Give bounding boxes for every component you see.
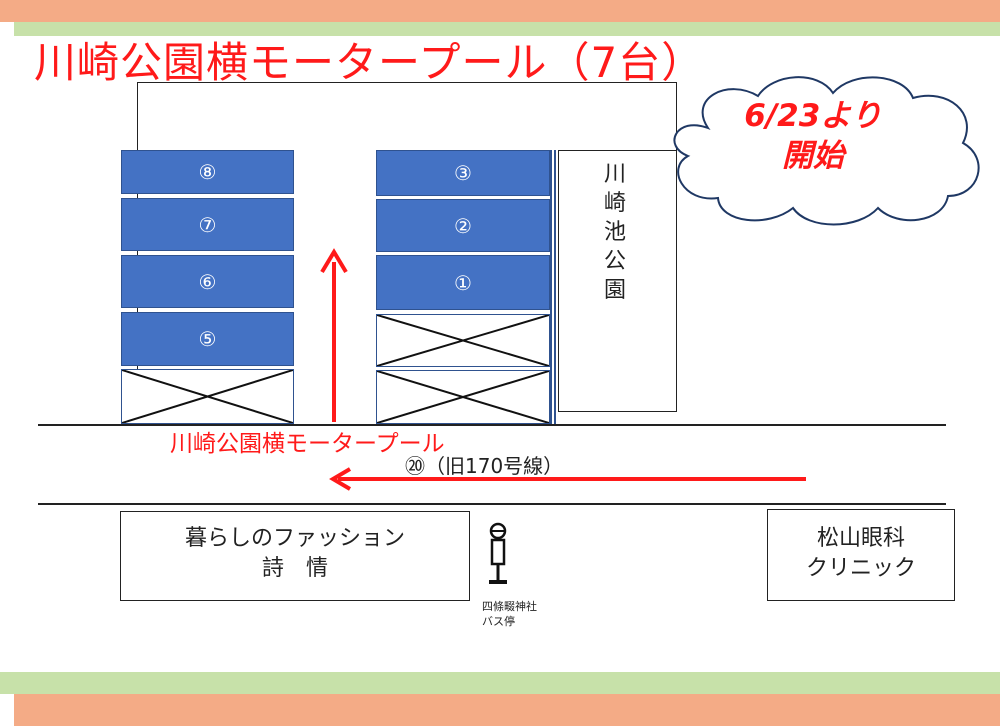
- road-direction-arrow-head: [329, 467, 352, 491]
- road-edge-lower: [38, 503, 946, 505]
- bus-stop-line2: バス停: [482, 615, 515, 628]
- bus-stop-line1: 四條畷神社: [482, 600, 537, 613]
- slot-edge-line: [550, 150, 552, 424]
- parking-slot-2: ②: [376, 199, 550, 252]
- shop-clinic-line2: クリニック: [805, 556, 916, 581]
- road-edge-upper: [38, 424, 946, 426]
- road-name: ⑳（旧170号線）: [405, 454, 564, 478]
- shop-clinic: 松山眼科 クリニック: [767, 509, 955, 601]
- park-label: 川崎池公園: [603, 162, 626, 303]
- cross-mark-icon: [122, 370, 293, 423]
- shop-fashion-line2: 詩 情: [261, 556, 328, 581]
- unavailable-slot-right-lower: [376, 370, 550, 424]
- cloud-callout-icon: [673, 76, 980, 226]
- announcement-line1: 6/23より: [744, 98, 882, 134]
- shop-fashion: 暮らしのファッション 詩 情: [120, 511, 470, 601]
- parking-slot-1: ①: [376, 255, 550, 310]
- parking-slot-7: ⑦: [121, 198, 294, 251]
- page-title: 川崎公園横モータープール（7台）: [34, 38, 705, 87]
- bottom-green-band: [0, 672, 1000, 694]
- lot-label: 川崎公園横モータープール: [170, 431, 445, 457]
- shop-clinic-line1: 松山眼科: [816, 526, 905, 551]
- parking-slot-5: ⑤: [121, 312, 294, 366]
- unavailable-slot-right-upper: [376, 314, 550, 367]
- bus-stop-label: 四條畷神社 バス停: [482, 599, 537, 629]
- unavailable-slot-left: [121, 369, 294, 424]
- announcement: 6/23より 開始: [648, 96, 978, 176]
- cross-mark-icon: [377, 371, 549, 423]
- bus-stop-icon: [489, 522, 507, 584]
- top-green-band: [14, 22, 1000, 36]
- parking-slot-8: ⑧: [121, 150, 294, 194]
- shop-fashion-line1: 暮らしのファッション: [184, 526, 405, 551]
- slot-edge-line: [554, 150, 556, 424]
- park-area: [558, 150, 677, 412]
- top-orange-band: [0, 0, 1000, 22]
- announcement-line2: 開始: [782, 138, 844, 174]
- cross-mark-icon: [377, 315, 549, 366]
- bottom-orange-band: [14, 694, 1000, 726]
- parking-slot-6: ⑥: [121, 255, 294, 308]
- parking-slot-3: ③: [376, 150, 550, 196]
